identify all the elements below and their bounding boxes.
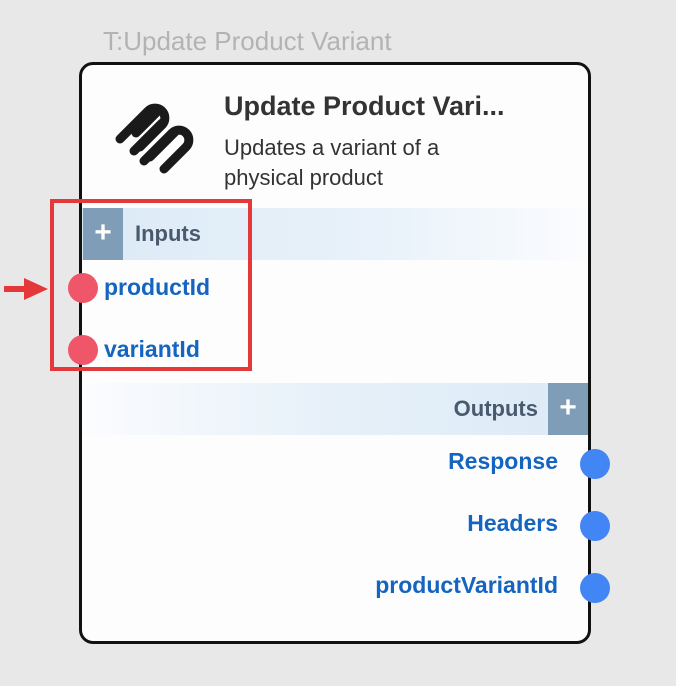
squarespace-logo-icon bbox=[115, 103, 194, 174]
add-input-button[interactable]: + bbox=[83, 208, 123, 260]
output-label-response: Response bbox=[448, 448, 558, 474]
outputs-label: Outputs bbox=[453, 396, 538, 421]
outputs-section-header: Outputs + bbox=[82, 383, 588, 435]
output-port-headers[interactable] bbox=[580, 511, 610, 541]
node-description: Updates a variant of a physical product bbox=[224, 135, 440, 190]
output-label-productvariantid: productVariantId bbox=[375, 572, 558, 598]
update-product-variant-node[interactable]: Update Product Vari... Updates a variant… bbox=[68, 62, 610, 644]
input-label-variantid: variantId bbox=[104, 336, 200, 362]
pointer-arrow-icon bbox=[4, 278, 48, 300]
node-caption: T:Update Product Variant bbox=[103, 26, 392, 56]
input-port-productid[interactable] bbox=[68, 273, 98, 303]
output-port-productvariantid[interactable] bbox=[580, 573, 610, 603]
inputs-highlight-box bbox=[50, 199, 252, 371]
input-port-variantid[interactable] bbox=[68, 335, 98, 365]
node-title: Update Product Vari... bbox=[224, 91, 505, 121]
output-port-response[interactable] bbox=[580, 449, 610, 479]
input-label-productid: productId bbox=[104, 274, 211, 300]
output-label-headers: Headers bbox=[467, 510, 558, 536]
add-output-button[interactable]: + bbox=[548, 383, 588, 435]
inputs-label: Inputs bbox=[135, 221, 201, 246]
inputs-section-header: + Inputs bbox=[82, 208, 588, 260]
